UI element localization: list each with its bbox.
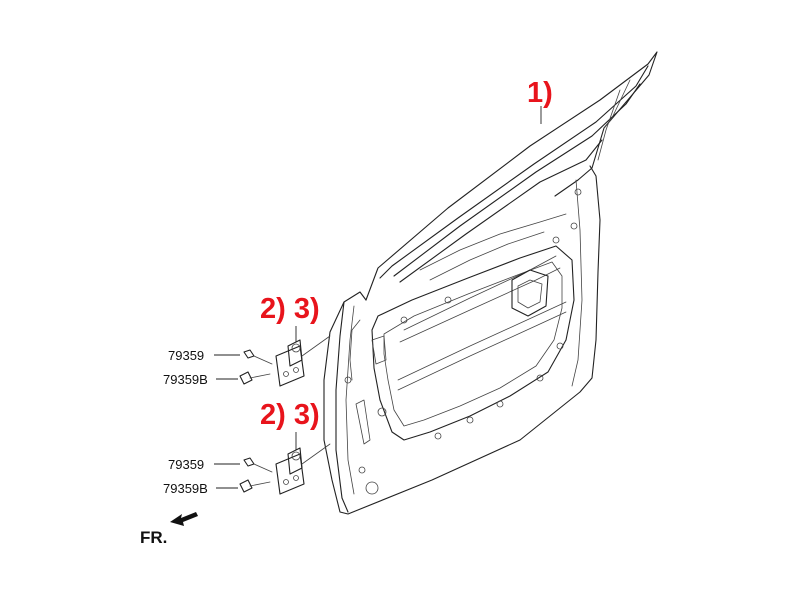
front-door-panel [323, 51, 658, 515]
lower-hinge [275, 443, 331, 495]
label-lower-bolt: 79359 [168, 457, 204, 472]
leader-lines [214, 106, 542, 489]
lower-bolt-79359 [243, 457, 273, 473]
upper-bolt-79359 [243, 349, 273, 365]
callout-lower-hinge: 2) 3) [260, 399, 320, 431]
label-upper-bolt: 79359 [168, 348, 204, 363]
label-upper-bolt-b: 79359B [163, 372, 208, 387]
callout-upper-hinge: 2) 3) [260, 293, 320, 325]
label-lower-bolt-b: 79359B [163, 481, 208, 496]
callout-door-panel: 1) [527, 77, 553, 109]
front-direction-label: FR. [140, 528, 167, 547]
upper-bolt-79359b [239, 371, 271, 385]
upper-hinge [275, 335, 331, 387]
front-direction-arrow-icon [170, 512, 198, 526]
lower-bolt-79359b [239, 479, 271, 493]
